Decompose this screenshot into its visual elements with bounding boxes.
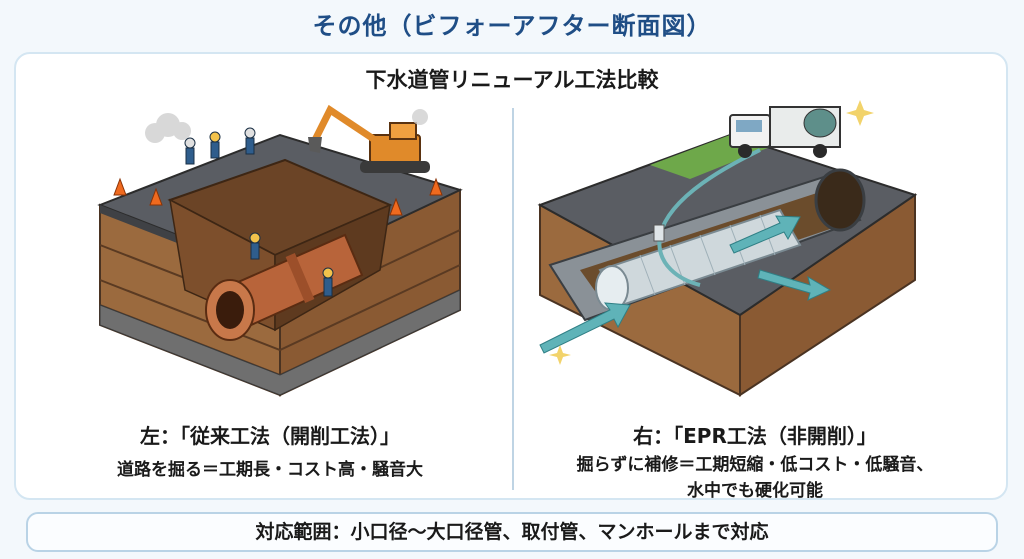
worker-figures	[184, 127, 334, 297]
right-method-heading: 右：「EPR工法（非開削）」	[633, 424, 877, 448]
right-method-description-line2: 水中でも硬化可能	[687, 481, 823, 501]
service-truck	[729, 106, 841, 158]
left-method-heading: 左：「従来工法（開削工法）」	[140, 424, 400, 448]
flow-arrows	[539, 215, 832, 354]
excavator	[308, 104, 430, 173]
right-method-description-line1: 掘らずに補修＝工期短縮・低コスト・低騒音、	[576, 455, 934, 475]
hose-nozzle	[653, 224, 665, 242]
dust-clouds	[145, 109, 428, 143]
sparkle-icons	[549, 100, 874, 365]
epr-liner	[595, 208, 802, 311]
pipe-end-opening	[814, 168, 866, 232]
traffic-cones	[113, 177, 443, 216]
epr-illustration	[537, 100, 918, 397]
center-divider	[512, 108, 514, 490]
coverage-summary: 対応範囲：小口径〜大口径管、取付管、マンホールまで対応	[26, 512, 998, 552]
open-cut-illustration	[97, 104, 463, 397]
page-title: その他（ビフォーアフター断面図）	[312, 12, 712, 40]
gravel-layer	[99, 289, 461, 396]
left-method-description: 道路を掘る＝工期長・コスト高・騒音大	[117, 460, 423, 480]
old-sewer-pipe	[205, 233, 364, 341]
comparison-subtitle: 下水道管リニューアル工法比較	[365, 68, 659, 92]
